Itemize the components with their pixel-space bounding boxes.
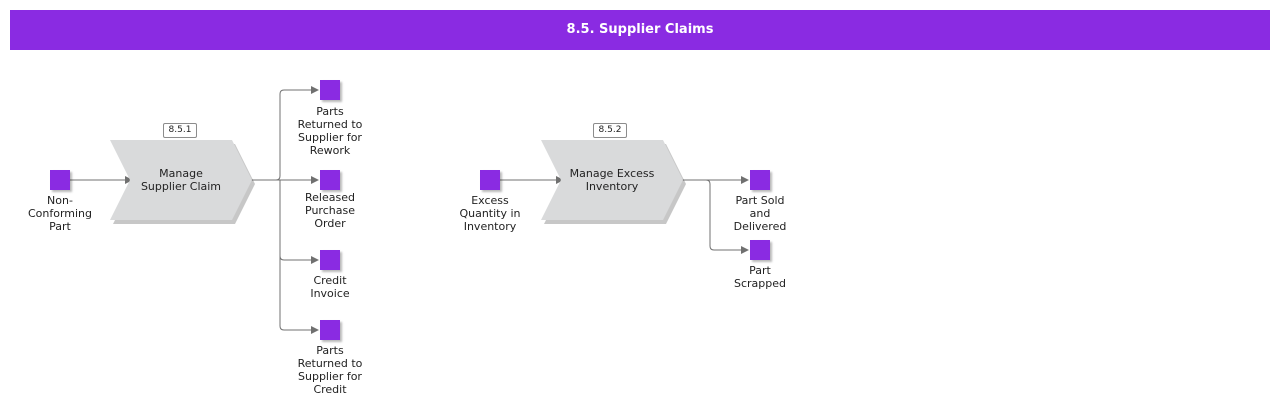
process-label-manage-excess-inventory: Manage Excess Inventory	[569, 167, 655, 193]
process-chevron-manage-excess-inventory[interactable]	[541, 140, 689, 226]
event-label-excess-quantity: Excess Quantity in Inventory	[459, 194, 521, 233]
event-label-part-sold-delivered: Part Sold and Delivered	[733, 194, 787, 233]
connector-claim-to-credit-return	[279, 256, 319, 334]
event-label-parts-returned-rework: Parts Returned to Supplier for Rework	[297, 105, 363, 157]
event-label-released-purchase-order: Released Purchase Order	[305, 191, 355, 230]
event-non-conforming-part[interactable]	[50, 170, 70, 190]
event-part-scrapped[interactable]	[750, 240, 770, 260]
event-parts-returned-rework[interactable]	[320, 80, 340, 100]
event-parts-returned-credit[interactable]	[320, 320, 340, 340]
diagram-title: 8.5. Supplier Claims	[10, 10, 1270, 50]
event-label-credit-invoice: Credit Invoice	[310, 274, 350, 300]
process-id-badge: 8.5.2	[593, 123, 627, 138]
event-part-sold-delivered[interactable]	[750, 170, 770, 190]
event-excess-quantity[interactable]	[480, 170, 500, 190]
process-chevron-manage-supplier-claim[interactable]	[110, 140, 258, 226]
process-id-badge: 8.5.1	[163, 123, 197, 138]
process-label-manage-supplier-claim: Manage Supplier Claim	[140, 167, 222, 193]
event-label-non-conforming-part: Non- Conforming Part	[27, 194, 93, 233]
connector-inventory-to-scrapped	[705, 179, 749, 254]
event-label-parts-returned-credit: Parts Returned to Supplier for Credit	[297, 344, 363, 396]
event-label-part-scrapped: Part Scrapped	[733, 264, 786, 290]
event-released-purchase-order[interactable]	[320, 170, 340, 190]
event-credit-invoice[interactable]	[320, 250, 340, 270]
